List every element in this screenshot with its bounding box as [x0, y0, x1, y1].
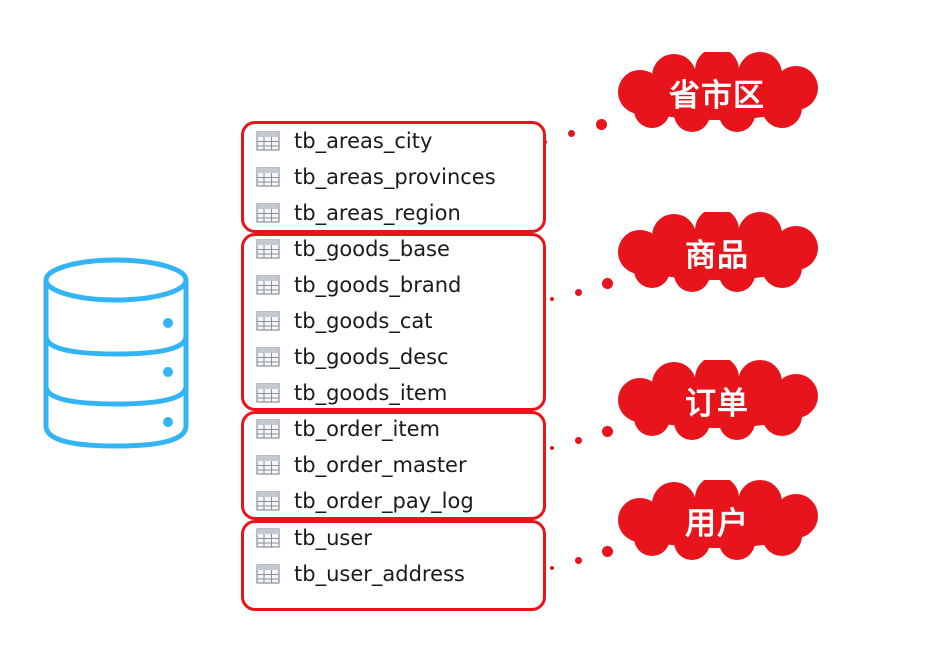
table-icon — [256, 564, 280, 584]
connector-dot — [568, 130, 575, 137]
connector-dot — [602, 546, 613, 557]
table-icon — [256, 239, 280, 259]
table-icon — [256, 131, 280, 151]
table-name: tb_user — [294, 526, 372, 550]
table-row: tb_order_pay_log — [256, 483, 474, 519]
group-box-goods — [241, 233, 546, 411]
table-icon — [256, 455, 280, 475]
connector-dot — [602, 278, 613, 289]
table-row: tb_user — [256, 520, 372, 556]
cloud-shape — [618, 212, 818, 292]
table-row: tb_areas_city — [256, 123, 432, 159]
connector-dot — [602, 426, 613, 437]
connector-dot — [543, 140, 547, 144]
table-row: tb_areas_provinces — [256, 159, 496, 195]
table-name: tb_order_item — [294, 417, 441, 441]
table-icon — [256, 347, 280, 367]
table-icon — [256, 383, 280, 403]
cloud-label-areas: 省市区 — [669, 77, 765, 114]
connector-dot — [596, 119, 607, 130]
table-name: tb_order_pay_log — [294, 489, 474, 513]
table-icon — [256, 419, 280, 439]
table-row: tb_goods_item — [256, 375, 447, 411]
table-name: tb_order_master — [294, 453, 467, 477]
cloud-label-user: 用户 — [685, 505, 749, 542]
group-box-areas — [241, 121, 546, 233]
connector-dot — [575, 437, 582, 444]
table-row: tb_order_item — [256, 411, 440, 447]
connector-dot — [550, 297, 554, 301]
table-icon — [256, 203, 280, 223]
table-name: tb_areas_region — [294, 201, 461, 225]
cloud-label-goods: 商品 — [685, 237, 749, 274]
table-icon — [256, 275, 280, 295]
table-row: tb_goods_desc — [256, 339, 449, 375]
table-name: tb_areas_city — [294, 129, 433, 153]
cloud-shape — [618, 52, 818, 132]
table-name: tb_user_address — [294, 562, 465, 586]
connector-dot — [550, 446, 554, 450]
table-row: tb_goods_cat — [256, 303, 433, 339]
group-box-order — [241, 411, 546, 520]
database-icon — [43, 257, 189, 449]
table-row: tb_user_address — [256, 556, 465, 592]
connector-dot — [575, 289, 582, 296]
table-icon — [256, 491, 280, 511]
table-row: tb_order_master — [256, 447, 467, 483]
table-icon — [256, 167, 280, 187]
cloud-shape — [618, 480, 818, 560]
cloud-shape — [618, 360, 818, 440]
connector-dot — [550, 566, 554, 570]
connector-dot — [575, 557, 582, 564]
group-box-user — [241, 520, 546, 611]
table-row: tb_goods_base — [256, 231, 450, 267]
table-row: tb_areas_region — [256, 195, 461, 231]
table-name: tb_goods_desc — [294, 345, 449, 369]
table-row: tb_goods_brand — [256, 267, 461, 303]
table-name: tb_goods_cat — [294, 309, 433, 333]
table-icon — [256, 528, 280, 548]
table-name: tb_goods_base — [294, 237, 450, 261]
table-name: tb_areas_provinces — [294, 165, 496, 189]
cloud-label-order: 订单 — [685, 385, 749, 422]
table-name: tb_goods_item — [294, 381, 448, 405]
table-icon — [256, 311, 280, 331]
table-name: tb_goods_brand — [294, 273, 462, 297]
